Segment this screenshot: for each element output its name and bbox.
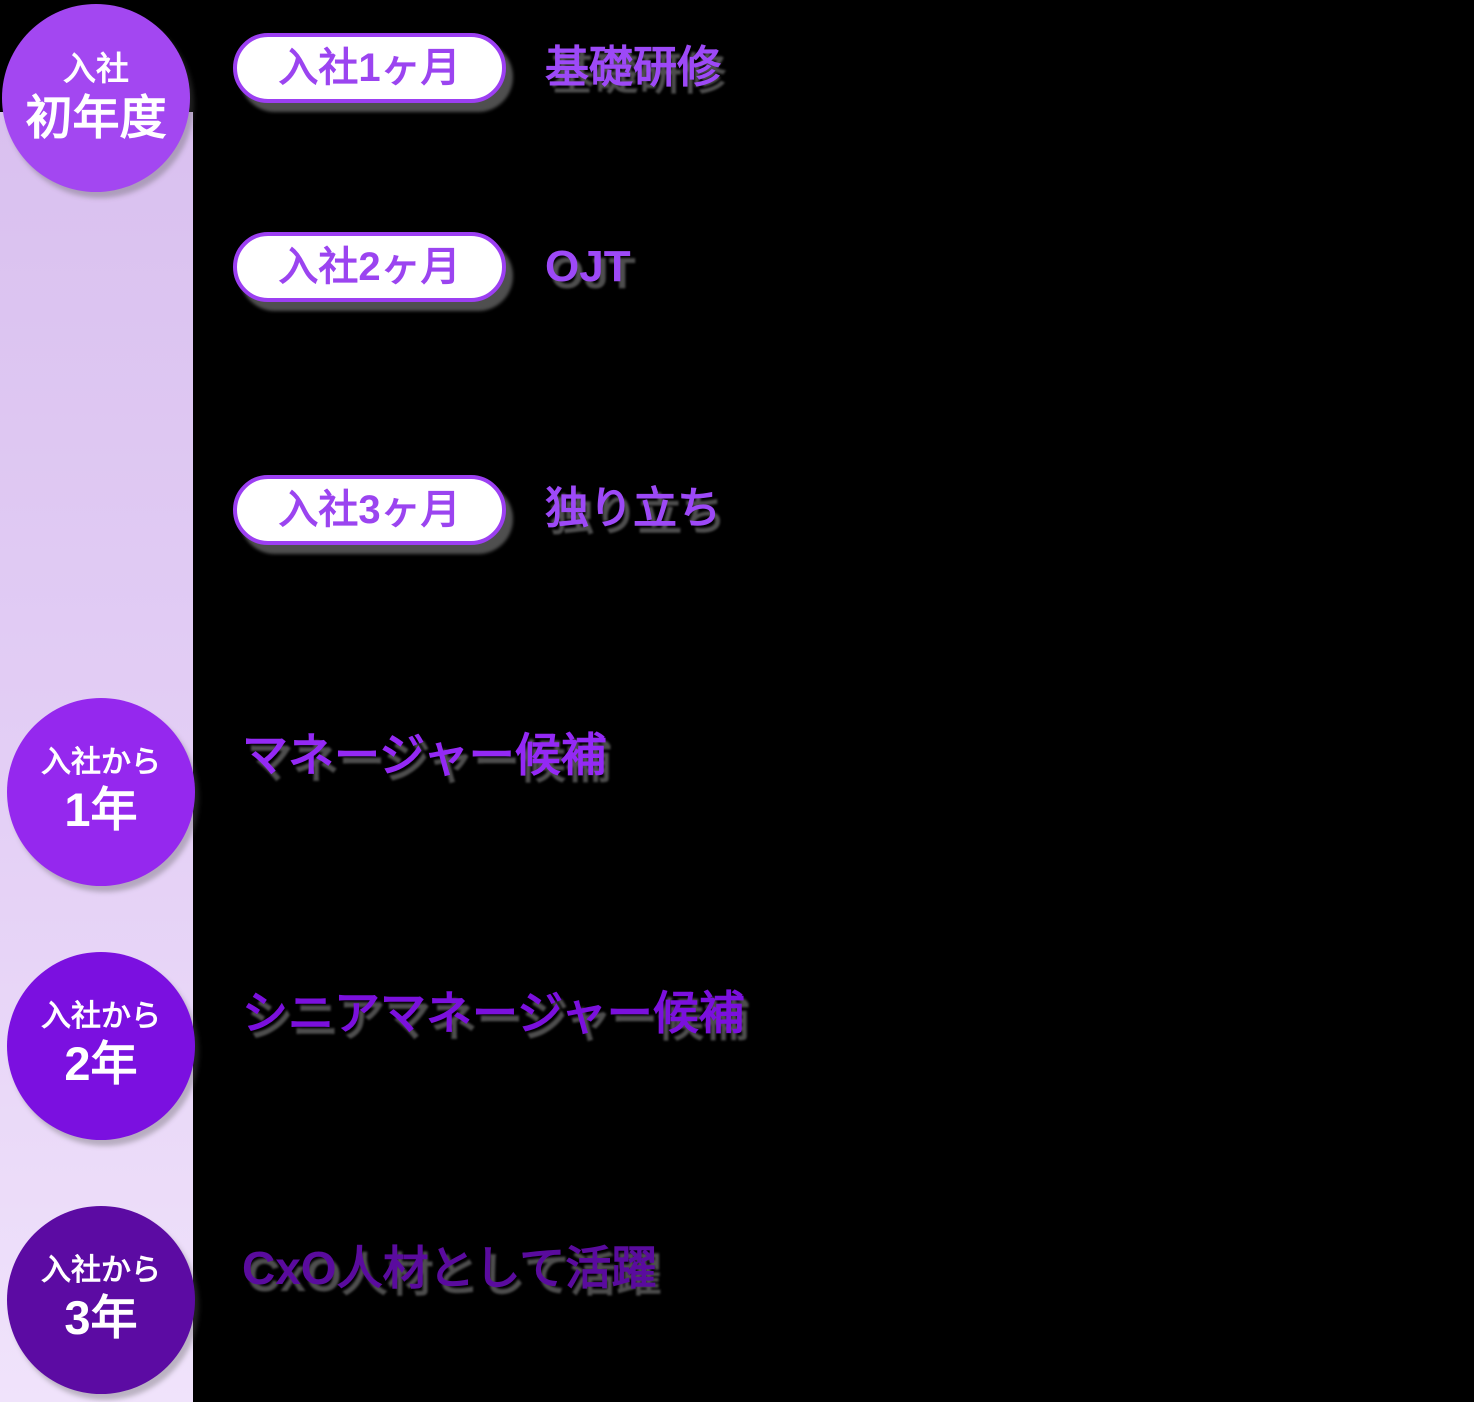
milestone-title-manager-candidate: マネージャー候補	[242, 729, 607, 781]
milestone-circle-label-line1: 入社から	[41, 1000, 161, 1034]
phase-pill-label: 入社1ヶ月	[278, 46, 461, 90]
phase-title-independence: 独り立ち	[545, 484, 721, 533]
milestone-circle-year-2: 入社から 2年	[7, 952, 195, 1140]
milestone-circle-year-3: 入社から 3年	[7, 1206, 195, 1394]
milestone-circle-label-line2: 1年	[64, 783, 138, 837]
milestone-circle-label-line1: 入社から	[41, 746, 161, 780]
milestone-circle-label-line1: 入社から	[41, 1254, 161, 1288]
milestone-circle-label-line2: 2年	[64, 1037, 138, 1091]
phase-pill-month-3: 入社3ヶ月	[233, 475, 506, 545]
phase-pill-month-2: 入社2ヶ月	[233, 232, 506, 302]
phase-pill-label: 入社3ヶ月	[278, 488, 461, 532]
milestone-circle-label-line2: 3年	[64, 1291, 138, 1345]
milestone-circle-first-year: 入社 初年度	[2, 4, 190, 192]
milestone-circle-year-1: 入社から 1年	[7, 698, 195, 886]
phase-title-ojt: OJT	[545, 242, 631, 291]
phase-pill-month-1: 入社1ヶ月	[233, 33, 506, 103]
phase-pill-label: 入社2ヶ月	[278, 245, 461, 289]
milestone-title-cxo-talent: CxO人材として活躍	[242, 1242, 658, 1294]
milestone-circle-label-line1: 入社	[63, 49, 129, 87]
phase-title-basic-training: 基礎研修	[545, 43, 721, 92]
milestone-title-senior-manager-candidate: シニアマネージャー候補	[242, 987, 745, 1039]
milestone-circle-label-line2: 初年度	[25, 91, 167, 145]
